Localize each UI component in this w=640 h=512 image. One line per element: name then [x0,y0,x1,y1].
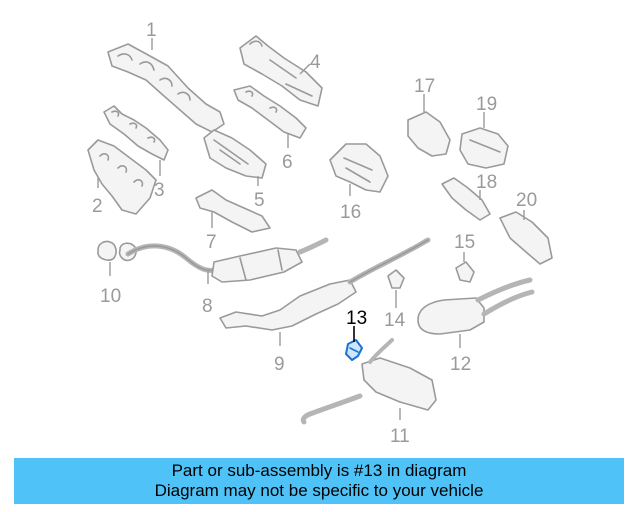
callout-7: 7 [206,212,217,253]
part-18-bracket[interactable] [441,177,491,221]
callout-4: 4 [299,52,321,75]
callout-3: 3 [154,160,165,201]
part-20-bracket[interactable] [499,211,553,265]
part-11-center-muffler[interactable] [300,338,437,425]
callout-18: 18 [476,172,497,200]
part-17-bracket[interactable] [407,111,451,157]
exhaust-parts-diagram: 1 4 3 2 6 5 [87,20,553,447]
callout-number: 15 [454,232,475,253]
part-12-rear-muffler[interactable] [417,277,535,335]
callout-number: 19 [476,94,497,115]
callout-14: 14 [384,290,406,331]
part-8-front-pipe[interactable] [125,237,329,283]
callout-number: 11 [390,426,410,447]
part-6-bracket[interactable] [233,85,307,139]
callout-number: 8 [202,296,213,317]
callout-number: 20 [516,190,537,211]
part-13-hanger[interactable] [345,339,363,361]
callout-number: 10 [100,286,121,307]
callout-number: 9 [274,354,285,375]
part-3-gasket[interactable] [103,105,169,161]
callout-number: 12 [450,354,471,375]
caption-line-1: Part or sub-assembly is #13 in diagram [171,461,467,480]
caption-line-2: Diagram may not be specific to your vehi… [154,481,484,500]
callout-number: 4 [310,52,321,73]
part-7-bracket[interactable] [195,189,271,233]
callout-5: 5 [254,176,265,211]
part-9-intermediate-pipe[interactable] [219,237,431,331]
callout-20: 20 [516,190,537,220]
callout-number: 5 [254,190,265,211]
part-2-exhaust-manifold[interactable] [87,139,157,215]
callout-13: 13 [346,308,367,342]
callout-number: 1 [146,20,157,41]
callout-2: 2 [92,178,103,217]
callout-16: 16 [340,184,361,223]
callout-number: 16 [340,202,361,223]
callout-number: 13 [346,308,367,329]
callout-15: 15 [454,232,475,262]
callout-17: 17 [414,76,435,112]
part-14-clamp[interactable] [387,269,405,289]
callout-number: 7 [206,232,217,253]
callout-10: 10 [100,262,121,307]
part-1-exhaust-manifold[interactable] [107,43,225,133]
caption-banner: Part or sub-assembly is #13 in diagram D… [14,458,624,504]
callout-19: 19 [476,94,497,128]
part-4-heat-shield[interactable] [239,35,323,107]
part-19-bracket[interactable] [459,127,509,169]
callout-6: 6 [282,134,293,173]
callout-9: 9 [274,332,285,375]
part-16-heat-shield[interactable] [329,143,389,193]
part-5-heat-shield[interactable] [203,129,267,179]
callout-1: 1 [146,20,157,50]
callout-number: 17 [414,76,435,97]
callout-number: 2 [92,196,103,217]
callout-number: 6 [282,152,293,173]
part-15-hanger[interactable] [455,261,475,283]
callout-number: 14 [384,310,406,331]
callout-8: 8 [202,270,213,317]
callout-number: 3 [154,180,165,201]
callout-11: 11 [390,408,410,447]
callout-12: 12 [450,334,471,375]
callout-number: 18 [476,172,497,193]
